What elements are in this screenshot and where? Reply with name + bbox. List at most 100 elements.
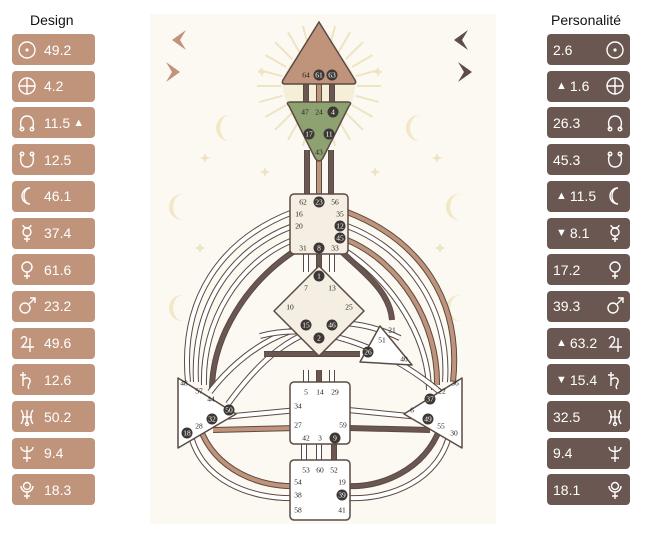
jupiter-icon <box>604 332 626 354</box>
gate-label: 22 <box>438 387 446 396</box>
planet-gate-value: 18.1 <box>553 481 581 498</box>
planet-gate-value: 26.3 <box>553 114 581 131</box>
moon-icon <box>604 185 626 207</box>
sunburst-ray <box>274 41 293 60</box>
gate-label: 64 <box>302 71 310 80</box>
uranus-icon <box>604 406 626 428</box>
gate-label: 2 <box>317 334 321 343</box>
gate-label: 43 <box>315 148 323 157</box>
fixation-mark: ▼ <box>556 227 567 239</box>
gate-label: 49 <box>424 415 432 424</box>
mars-icon <box>16 295 38 317</box>
planet-gate-value: 39.3 <box>553 298 581 315</box>
personality-planet-row: 2.6 <box>547 34 630 65</box>
gate-label: 60 <box>316 466 324 475</box>
gate-label: 35 <box>336 210 344 219</box>
design-planet-row: 49.6 <box>12 327 95 359</box>
sunburst-ray <box>274 112 293 131</box>
design-planet-row: 12.5 <box>12 144 95 176</box>
gate-label: 36 <box>451 379 459 388</box>
throat-center <box>289 193 349 255</box>
gate-badge <box>336 489 348 501</box>
sunburst-ray <box>355 68 380 78</box>
gate-badge <box>313 332 325 344</box>
gate-label: 24 <box>315 108 323 117</box>
design-header: Design <box>30 12 74 28</box>
design-planet-row: 4.2 <box>12 70 95 102</box>
gate-label: 15 <box>302 321 310 330</box>
personality-planet-row: 26.3 <box>547 107 630 139</box>
gate-label: 1 <box>317 272 321 281</box>
gate-label: 47 <box>301 108 309 117</box>
moon-icon <box>16 185 38 207</box>
planet-gate-value: 4.2 <box>44 78 64 95</box>
star-icon <box>435 243 445 253</box>
personality-planet-row: 39.3 <box>547 290 630 322</box>
design-planet-row: 23.2 <box>12 290 95 322</box>
gate-label: 7 <box>304 284 308 293</box>
gate-badge <box>326 319 338 331</box>
sunburst-ray <box>345 112 364 131</box>
star-icon <box>432 153 442 163</box>
gate-badge <box>313 69 325 81</box>
north-node-icon <box>16 112 38 134</box>
personality-planet-row: ▲1.6 <box>547 70 630 102</box>
channel <box>346 238 440 386</box>
personality-planet-row: 32.5 <box>547 401 630 432</box>
gate-label: 23 <box>315 198 323 207</box>
planet-gate-value: 9.4 <box>553 445 573 462</box>
chevron-left-bottom-icon <box>166 62 180 82</box>
planet-gate-value: 12.6 <box>44 371 72 388</box>
gate-label: 48 <box>180 379 188 388</box>
planet-gate-value: 61.6 <box>44 261 72 278</box>
planet-gate-value: 15.4 <box>569 371 598 388</box>
personality-planet-row: ▼8.1 <box>547 217 630 249</box>
design-planet-row: 11.5▲ <box>12 107 95 139</box>
planet-gate-value: 63.2 <box>569 335 598 352</box>
planet-gate-value: 11.5 <box>44 114 71 131</box>
star-icon <box>370 167 380 177</box>
gate-label: 33 <box>331 244 339 253</box>
uranus-icon <box>16 406 38 428</box>
gate-label: 53 <box>302 466 310 475</box>
gate-badge <box>327 106 339 118</box>
gate-badge <box>329 432 341 444</box>
chevron-left-top-icon <box>172 30 186 50</box>
saturn-icon <box>16 369 38 391</box>
gate-badge <box>223 404 235 416</box>
personality-planet-row: ▲63.2 <box>547 327 630 359</box>
gate-label: 63 <box>328 71 336 80</box>
fixation-mark: ▲ <box>556 190 567 203</box>
channel <box>259 329 442 394</box>
sunburst-ray <box>258 94 283 104</box>
planet-gate-value: 9.4 <box>44 445 64 462</box>
sunburst-ray <box>264 104 287 118</box>
crescent-moon-icon <box>169 194 187 221</box>
sacral-center <box>289 381 351 445</box>
jupiter-icon <box>16 332 38 354</box>
gate-label: 34 <box>294 402 302 411</box>
gate-badge <box>313 270 325 282</box>
gate-label: 18 <box>183 429 191 438</box>
gate-label: 55 <box>437 422 445 431</box>
gate-label: 62 <box>299 198 307 207</box>
gate-label: 29 <box>331 388 339 397</box>
gate-label: 59 <box>339 421 347 430</box>
spleen-center <box>177 377 237 449</box>
gate-label: 30 <box>450 429 458 438</box>
gate-label: 11 <box>325 130 332 139</box>
gate-label: 9 <box>333 434 337 443</box>
sunburst-ray <box>355 94 380 104</box>
channel <box>198 427 299 489</box>
gate-label: 32 <box>208 415 216 424</box>
gate-label: 4 <box>331 108 335 117</box>
gate-badge <box>334 232 346 244</box>
planet-gate-value: 2.6 <box>553 41 573 58</box>
arrow-chevrons <box>166 30 472 82</box>
gate-label: 17 <box>305 130 313 139</box>
gate-label: 26 <box>364 348 372 357</box>
planet-gate-value: 17.2 <box>553 261 581 278</box>
personality-planet-row: ▼15.4 <box>547 364 630 396</box>
gate-label: 5 <box>304 388 308 397</box>
